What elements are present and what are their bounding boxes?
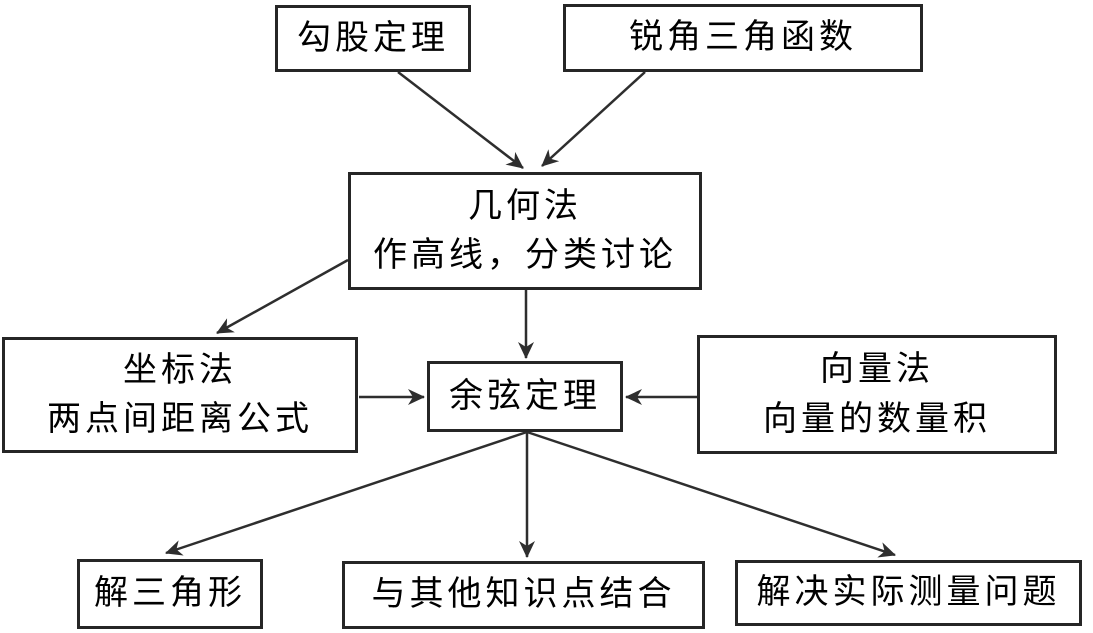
node-coordinate-method: 坐标法 两点间距离公式 <box>2 337 358 453</box>
node-law-of-cosines-label: 余弦定理 <box>449 377 601 415</box>
node-acute-trig-functions: 锐角三角函数 <box>563 4 923 72</box>
node-law-of-cosines: 余弦定理 <box>427 361 623 432</box>
node-solve-triangles: 解三角形 <box>77 559 263 629</box>
node-combine-other-knowledge-label: 与其他知识点结合 <box>371 576 676 614</box>
node-practical-measurement: 解决实际测量问题 <box>735 560 1082 626</box>
node-solve-triangles-label: 解三角形 <box>94 575 246 613</box>
arrow-geometric-to-coordinate <box>216 258 349 335</box>
node-coordinate-method-title: 坐标法 <box>123 351 237 389</box>
node-combine-other-knowledge: 与其他知识点结合 <box>342 561 705 629</box>
node-vector-method-title: 向量法 <box>820 351 934 389</box>
arrow-cosine-to-solve-triangle <box>165 430 528 556</box>
node-pythagorean-theorem-label: 勾股定理 <box>297 19 449 57</box>
arrow-trig-to-geometric <box>541 71 646 167</box>
node-vector-method: 向量法 向量的数量积 <box>697 335 1057 454</box>
node-geometric-method: 几何法 作高线，分类讨论 <box>348 172 702 290</box>
node-geometric-method-subtitle: 作高线，分类讨论 <box>373 237 677 274</box>
node-geometric-method-title: 几何法 <box>468 187 582 225</box>
arrow-pythagorean-to-geometric <box>397 71 524 169</box>
node-practical-measurement-label: 解决实际测量问题 <box>756 574 1061 612</box>
arrow-cosine-to-practical <box>526 430 896 558</box>
node-vector-method-subtitle: 向量的数量积 <box>763 400 991 438</box>
node-acute-trig-functions-label: 锐角三角函数 <box>629 19 857 57</box>
node-coordinate-method-subtitle: 两点间距离公式 <box>47 401 313 438</box>
node-pythagorean-theorem: 勾股定理 <box>275 5 471 72</box>
